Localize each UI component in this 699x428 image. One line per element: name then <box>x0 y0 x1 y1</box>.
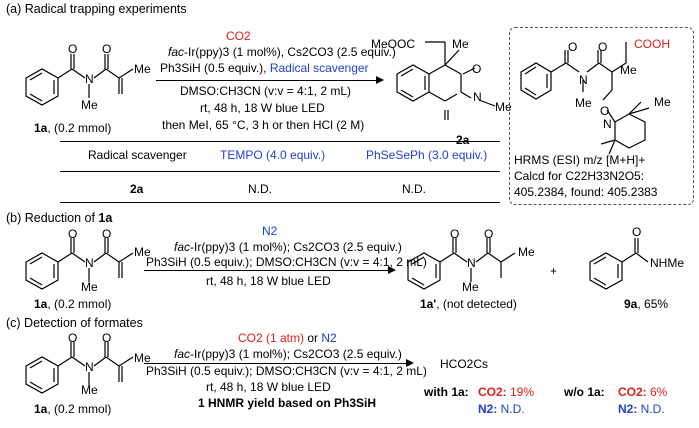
oxygen-label: O <box>472 62 482 76</box>
arrowhead-icon <box>388 266 396 274</box>
table-value-tempo: N.D. <box>248 182 272 196</box>
co2-reagent: CO2 <box>226 29 251 43</box>
table-bottom-rule <box>60 202 500 203</box>
product-9a-label: 9a, 65% <box>624 297 669 311</box>
nitrogen-label: N <box>603 117 612 131</box>
nhme-label: NHMe <box>650 256 685 270</box>
arrowhead-icon <box>406 359 414 367</box>
table-header-tempo: TEMPO (4.0 equiv.) <box>220 148 326 162</box>
methyl-label: Me <box>452 37 469 51</box>
product-1a-prime-label: 1a', (not detected) <box>420 297 517 311</box>
with-1a-n2-result: N2: N.D. <box>478 402 525 416</box>
methyl-label: Me <box>81 98 98 112</box>
formate-product: HCO2Cs <box>440 357 489 371</box>
oxygen-label: O <box>450 227 460 241</box>
table-header-scavenger: Radical scavenger <box>88 148 187 162</box>
oxygen-label: O <box>102 227 112 241</box>
silane-conditions: Ph3SiH (0.5 equiv.), Radical scavenger <box>160 61 369 75</box>
ester-group-label: MeOOC <box>371 37 416 51</box>
tempo-adduct-box <box>509 27 694 205</box>
hrms-line-3: 405.2384, found: 405.2383 <box>514 185 658 199</box>
nitrogen-label: N <box>85 360 94 374</box>
nitrogen-label: N <box>85 256 94 270</box>
catalyst-conditions: fac-Ir(ppy)3 (1 mol%); Cs2CO3 (2.5 equiv… <box>174 347 402 361</box>
n2-atmosphere: N2 <box>262 224 278 238</box>
oxygen-label: O <box>598 40 608 54</box>
oxygen-label: O <box>568 40 578 54</box>
table-row-label: 2a <box>130 182 144 196</box>
catalyst-conditions: fac-Ir(ppy)3 (1 mol%); Cs2CO3 (2.5 equiv… <box>174 240 402 254</box>
section-c-heading: (c) Detection of formates <box>6 316 143 330</box>
solvent-conditions: DMSO:CH3CN (v:v = 4:1, 2 mL) <box>180 84 352 98</box>
light-conditions: rt, 48 h, 18 W blue LED <box>206 380 331 394</box>
with-1a-co2-result: CO2: 19% <box>478 385 535 399</box>
substrate-label: 1a, (0.2 mmol) <box>34 121 112 135</box>
catalyst-conditions: fac-Ir(ppy)3 (1 mol%), Cs2CO3 (2.5 equiv… <box>168 45 396 59</box>
nitrogen-label: N <box>467 256 476 270</box>
without-1a-n2-result: N2: N.D. <box>618 402 665 416</box>
light-conditions: rt, 48 h, 18 W blue LED <box>200 101 325 115</box>
workup-conditions: then MeI, 65 °C, 3 h or then HCl (2 M) <box>162 118 365 132</box>
methyl-label: Me <box>495 100 512 114</box>
without-1a-co2-result: CO2: 6% <box>618 385 668 399</box>
nitrogen-label: N <box>473 90 482 104</box>
silane-solvent-conditions: Ph3SiH (0.5 equiv.); DMSO:CH3CN (v:v = 4… <box>146 364 427 378</box>
methyl-label: Me <box>575 96 592 110</box>
methyl-label: Me <box>134 351 151 365</box>
arrowhead-icon <box>376 76 384 84</box>
hrms-line-1: HRMS (ESI) m/z [M+H]+ <box>514 153 646 167</box>
methyl-label: Me <box>654 95 671 109</box>
without-1a-label: w/o 1a: <box>564 385 605 399</box>
light-conditions: rt, 48 h, 18 W blue LED <box>206 274 331 288</box>
substrate-1a-structure-a <box>25 54 134 106</box>
product-1a-prime-structure <box>407 238 516 290</box>
carboxylic-acid-label: COOH <box>634 37 670 51</box>
oxygen-label: O <box>102 331 112 345</box>
substrate-1a-structure-c <box>25 342 134 394</box>
methyl-label: Me <box>518 245 535 259</box>
methyl-label: Me <box>81 280 98 294</box>
silane-solvent-conditions: Ph3SiH (0.5 equiv.); DMSO:CH3CN (v:v = 4… <box>146 255 427 269</box>
oxygen-label: O <box>600 104 610 118</box>
table-header-phsesep: PhSeSePh (3.0 equiv.) <box>366 148 488 162</box>
section-a-heading: (a) Radical trapping experiments <box>6 2 187 16</box>
table-top-rule <box>60 141 500 142</box>
oxygen-label: O <box>68 331 78 345</box>
nitrogen-label: N <box>85 72 94 86</box>
table-mid-rule <box>60 171 500 172</box>
with-1a-label: with 1a: <box>424 385 469 399</box>
nmr-yield-note: 1 HNMR yield based on Ph3SiH <box>198 396 377 410</box>
oxygen-label: O <box>484 227 494 241</box>
methyl-label: Me <box>81 383 98 397</box>
product-2a-structure <box>396 41 496 120</box>
product-9a-structure <box>589 238 649 290</box>
reaction-arrow-b <box>144 270 390 271</box>
nitrogen-label: N <box>579 73 588 87</box>
oxygen-label: O <box>68 42 78 56</box>
methyl-label: Me <box>134 245 151 259</box>
methyl-label: Me <box>620 63 637 77</box>
methyl-label: Me <box>462 280 479 294</box>
reaction-arrow-c <box>144 363 408 364</box>
product-label: 2a <box>456 133 470 147</box>
plus-sign: + <box>550 264 558 278</box>
substrate-label: 1a, (0.2 mmol) <box>34 402 112 416</box>
oxygen-label: O <box>68 227 78 241</box>
substrate-label: 1a, (0.2 mmol) <box>34 297 112 311</box>
tempo-adduct-structure <box>520 42 650 155</box>
atmosphere-conditions: CO2 (1 atm) or N2 <box>238 331 337 345</box>
reaction-arrow-a <box>156 80 378 81</box>
methyl-label: Me <box>134 62 151 76</box>
oxygen-label: O <box>102 42 112 56</box>
section-b-heading: (b) Reduction of 1a <box>6 211 113 225</box>
hrms-line-2: Calcd for C22H33N2O5: <box>514 169 645 183</box>
table-value-phsesep: N.D. <box>402 182 426 196</box>
substrate-1a-structure-b <box>25 238 134 290</box>
oxygen-label: O <box>632 225 642 239</box>
